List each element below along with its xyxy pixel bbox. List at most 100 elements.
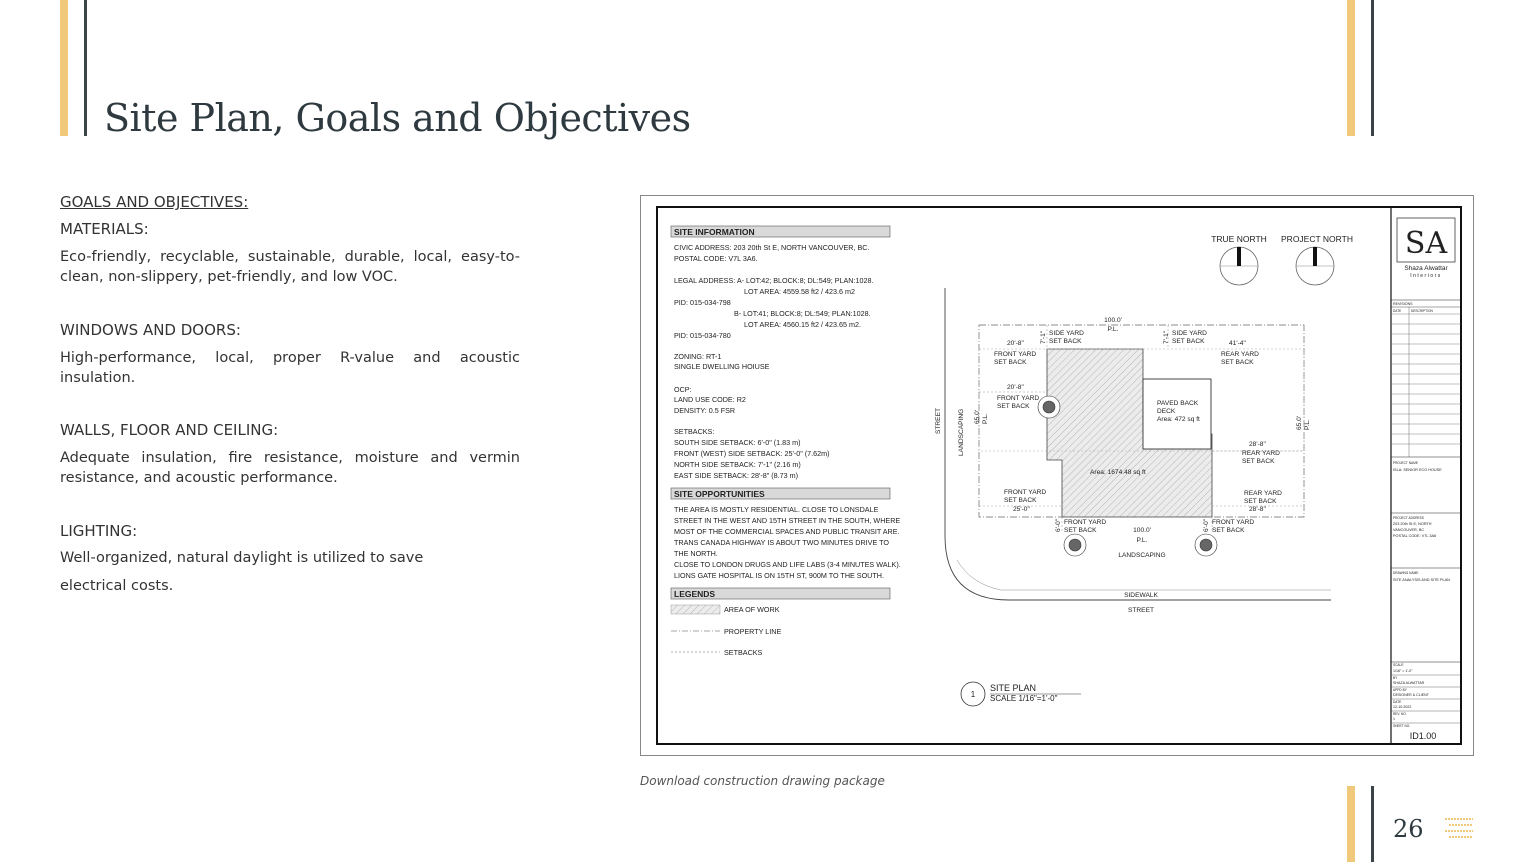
dim-28-8: 28'-8" <box>1249 441 1266 448</box>
lighting-text-line1: Well-organized, natural daylight is util… <box>60 550 424 566</box>
side-yard-label: SIDE YARD <box>1049 330 1084 337</box>
tb-sheet-label: SHEET NO. <box>1393 724 1410 728</box>
slate-bar-top-left <box>84 0 87 136</box>
front-yard-label: FRONT YARD <box>997 395 1039 402</box>
lighting-title: LIGHTING: <box>60 522 138 540</box>
lighting-text-line2: electrical costs. <box>60 578 174 594</box>
dim-7-1: 7'-1" <box>1040 330 1047 344</box>
revision-rows <box>1391 313 1461 445</box>
opportunities-line: THE NORTH. <box>674 549 718 558</box>
rear-yard-setback: SET BACK <box>1221 359 1254 366</box>
rear-yard-label: REAR YARD <box>1242 450 1280 457</box>
page-number: 26 <box>1393 815 1424 843</box>
opportunities-line: STREET IN THE WEST AND 15TH STREET IN TH… <box>674 516 900 525</box>
paved-deck <box>1142 378 1212 450</box>
opportunities-line: MOST OF THE COMMERCIAL SPACES AND PUBLIC… <box>674 527 900 536</box>
dim-25-0: 25'-0" <box>1013 506 1030 513</box>
front-yard-setback: SET BACK <box>994 359 1027 366</box>
site-info-line: LAND USE CODE: R2 <box>674 395 746 404</box>
site-info-line: FRONT (WEST) SIDE SETBACK: 25'-0" (7.62m… <box>674 449 830 458</box>
tb-by: SHAZA ALWATTAR <box>1393 681 1425 685</box>
tb-approved: DESIGNER & CLIENT <box>1393 693 1430 697</box>
setback-lines <box>978 348 1305 452</box>
opportunities-line: LIONS GATE HOSPITAL IS ON 15TH ST, 900M … <box>674 571 884 580</box>
tb-scale-label: SCALE <box>1393 663 1403 667</box>
dim-28-8: 28'-8" <box>1249 506 1266 513</box>
tb-approved-label: APPD BY <box>1393 688 1408 692</box>
site-info-line: DENSITY: 0.5 FSR <box>674 406 735 415</box>
menu-lines-icon <box>1445 818 1473 838</box>
tb-date: 12-10-2022 <box>1393 705 1411 709</box>
pl-top-dim: 100.0' <box>1104 317 1122 324</box>
walls-floor-title: WALLS, FLOOR AND CEILING: <box>60 421 279 439</box>
street-label: STREET <box>1128 607 1154 614</box>
tb-sheet-number: ID1.00 <box>1410 731 1437 741</box>
tb-drawing-name-label: DRAWING NAME <box>1393 571 1418 575</box>
tb-project-address-2: VANCOUVER, BC <box>1393 528 1424 532</box>
site-info-line: LOT AREA: 4560.15 ft2 / 423.65 m2. <box>744 320 861 329</box>
pl-bottom-label: P.L. <box>1137 537 1148 544</box>
site-info-line: CIVIC ADDRESS: 203 20th St E, NORTH VANC… <box>674 243 869 252</box>
tb-date-label-2: DATE <box>1393 700 1401 704</box>
site-info-line: EAST SIDE SETBACK: 28'-8" (8.73 m) <box>674 471 798 480</box>
site-info-line: POSTAL CODE: V7L 3A6. <box>674 254 758 263</box>
paved-deck-area: Area: 472 sq ft <box>1157 416 1200 423</box>
tb-project-address-3: POSTAL CODE: V7L 3A6 <box>1393 534 1436 538</box>
site-plan-tag-scale: SCALE 1/16"=1'-0" <box>990 694 1058 703</box>
site-info-line: LEGAL ADDRESS: A- LOT:42; BLOCK:8; DL:54… <box>674 276 874 285</box>
site-info-header-bg <box>670 225 891 238</box>
site-plan-tag-num: 1 <box>971 690 976 699</box>
rear-yard-label: REAR YARD <box>1244 490 1282 497</box>
windows-doors-text: High-performance, local, proper R-value … <box>60 350 520 386</box>
house-area-label: Area: 1674.48 sq ft <box>1090 469 1146 476</box>
site-plan: 100.0' P.L. SIDE YARD SET BACK SIDE YARD… <box>935 288 1331 614</box>
side-yard-label: SIDE YARD <box>1172 330 1207 337</box>
dim-65-left: 65.0' <box>974 410 981 424</box>
tb-project-address-1: 203 20th St E, NORTH <box>1393 522 1432 526</box>
dim-6-0: 6'-0" <box>1203 518 1210 532</box>
tb-rev-label: REV. NO. <box>1393 712 1407 716</box>
front-yard-setback: SET BACK <box>997 403 1030 410</box>
landscaping-label: LANDSCAPING <box>1118 552 1165 559</box>
landscaping-label-vertical: LANDSCAPING <box>958 409 965 456</box>
dim-7-1: 7'-1" <box>1163 330 1170 344</box>
street-curb <box>944 288 1331 601</box>
true-north-label: TRUE NORTH <box>1211 234 1267 244</box>
windows-doors-title: WINDOWS AND DOORS: <box>60 321 241 339</box>
paved-deck-label: DECK <box>1157 408 1176 415</box>
site-plan-drawing[interactable]: SITE INFORMATION CIVIC ADDRESS: 203 20th… <box>640 195 1474 756</box>
goals-heading: GOALS AND OBJECTIVES: <box>60 193 249 211</box>
tb-scale: 1/16" = 1'-0" <box>1393 669 1413 673</box>
front-yard-setback: SET BACK <box>1064 527 1097 534</box>
tb-project-address-label: PROJECT ADDRESS <box>1393 516 1424 520</box>
dim-20-8: 20'-8" <box>1007 384 1024 391</box>
logo-sub: Interiors <box>1410 273 1442 279</box>
tb-project-name: ISLA: SENIOR ECO HOUSE <box>1393 468 1442 472</box>
sheet-frame <box>656 206 1462 745</box>
sidewalk-label: SIDEWALK <box>1124 592 1158 599</box>
site-info-line: SINGLE DWELLING HOIUSE <box>674 362 770 371</box>
logo-name: Shaza Alwattar <box>1404 265 1448 272</box>
rear-yard-setback: SET BACK <box>1244 498 1277 505</box>
opportunities-header: SITE OPPORTUNITIES <box>674 489 765 499</box>
front-yard-setback: SET BACK <box>1212 527 1245 534</box>
front-yard-setback: SET BACK <box>1004 497 1037 504</box>
pl-right: P.L. <box>1304 419 1311 430</box>
front-yard-label: FRONT YARD <box>994 351 1036 358</box>
site-info-line: SETBACKS: <box>674 427 714 436</box>
site-plan-tag-title: SITE PLAN <box>990 683 1036 693</box>
site-info-line: PID: 015-034-780 <box>674 331 731 340</box>
tb-rev: 1 <box>1393 717 1395 721</box>
site-info-line: B- LOT:41; BLOCK:8; DL:549; PLAN:1028. <box>734 309 871 318</box>
download-link[interactable]: Download construction drawing package <box>640 774 885 788</box>
dim-6-0: 6'-0" <box>1055 518 1062 532</box>
site-plan-tag-circle <box>960 681 986 707</box>
gold-bar-bottom-right <box>1347 786 1355 862</box>
dim-41-4: 41'-4" <box>1229 340 1246 347</box>
side-yard-setback: SET BACK <box>1172 338 1205 345</box>
materials-text: Eco-friendly, recyclable, sustainable, d… <box>60 249 520 285</box>
front-yard-label: FRONT YARD <box>1004 489 1046 496</box>
pl-top-label: P.L. <box>1108 326 1119 333</box>
site-info-header: SITE INFORMATION <box>674 227 755 237</box>
front-yard-label: FRONT YARD <box>1212 519 1254 526</box>
